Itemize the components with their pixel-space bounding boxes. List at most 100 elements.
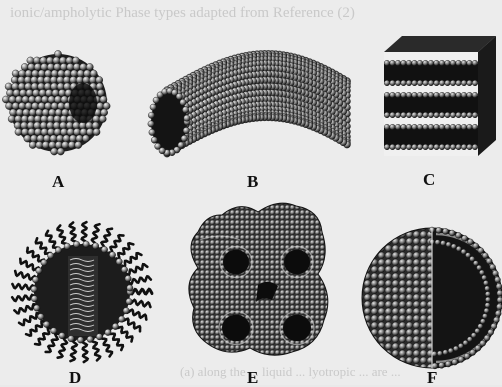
headgroup-sphere (57, 83, 64, 90)
spherical-micelle-graphic (2, 50, 110, 155)
headgroup-sphere (390, 92, 396, 98)
headgroup-sphere (73, 128, 80, 135)
header-ghost-text: ionic/ampholytic Phase types adapted fro… (10, 6, 355, 21)
surfactant-tail (12, 295, 34, 301)
headgroup-sphere (86, 128, 93, 135)
headgroup-sphere (53, 57, 60, 64)
panel-label-d: D (69, 369, 81, 386)
headgroup-sphere (467, 337, 472, 342)
headgroup-sphere (458, 356, 464, 362)
surfactant-tail (129, 276, 151, 284)
headgroup-sphere (428, 124, 434, 130)
channel-opening (222, 315, 250, 342)
bilayer-tail-region (384, 128, 478, 146)
headgroup-sphere (473, 261, 478, 266)
headgroup-sphere (436, 227, 442, 233)
surfactant-tail (82, 222, 87, 244)
headgroup-sphere (9, 96, 16, 103)
headgroup-sphere (482, 275, 487, 280)
headgroup-sphere (28, 96, 35, 103)
headgroup-sphere (34, 122, 41, 129)
headgroup-sphere (105, 329, 111, 335)
headgroup-sphere (439, 362, 445, 368)
headgroup-sphere (456, 144, 462, 150)
headgroup-sphere (496, 283, 502, 289)
headgroup-sphere (50, 135, 57, 142)
headgroup-sphere (93, 115, 100, 122)
headgroup-sphere (80, 63, 87, 70)
channel-opening (223, 250, 249, 275)
headgroup-sphere (450, 60, 456, 66)
headgroup-sphere (54, 63, 61, 70)
headgroup-sphere (112, 323, 118, 329)
headgroup-sphere (412, 92, 418, 98)
headgroup-sphere (182, 107, 188, 113)
headgroup-sphere (51, 328, 57, 334)
headgroup-sphere (12, 102, 19, 109)
surfactant-tail (92, 339, 100, 361)
headgroup-sphere (406, 112, 412, 118)
headgroup-sphere (390, 80, 396, 86)
headgroup-sphere (58, 70, 65, 77)
headgroup-sphere (14, 122, 21, 129)
headgroup-sphere (149, 129, 155, 135)
surfactant-tail (82, 340, 87, 362)
headgroup-sphere (123, 307, 129, 313)
headgroup-sphere (472, 144, 478, 150)
headgroup-sphere (148, 121, 154, 127)
headgroup-sphere (64, 83, 71, 90)
headgroup-sphere (68, 141, 75, 148)
headgroup-sphere (57, 148, 64, 155)
headgroup-sphere (445, 124, 451, 130)
headgroup-sphere (428, 60, 434, 66)
headgroup-sphere (5, 83, 12, 90)
headgroup-sphere (478, 248, 484, 254)
headgroup-sphere (439, 60, 445, 66)
headgroup-sphere (401, 80, 407, 86)
headgroup-sphere (456, 246, 461, 251)
headgroup-sphere (10, 109, 17, 116)
headgroup-sphere (84, 70, 91, 77)
headgroup-sphere (51, 70, 58, 77)
headgroup-sphere (439, 80, 445, 86)
headgroup-sphere (180, 99, 186, 105)
headgroup-sphere (27, 57, 34, 64)
headgroup-sphere (67, 128, 74, 135)
headgroup-sphere (66, 122, 73, 129)
headgroup-sphere (51, 102, 58, 109)
headgroup-sphere (390, 144, 396, 150)
headgroup-sphere (464, 353, 470, 359)
headgroup-sphere (101, 109, 108, 116)
headgroup-sphere (390, 124, 396, 130)
headgroup-sphere (461, 60, 467, 66)
headgroup-sphere (406, 80, 412, 86)
headgroup-sphere (73, 63, 80, 70)
headgroup-sphere (497, 297, 502, 303)
headgroup-sphere (32, 277, 38, 283)
headgroup-sphere (456, 80, 462, 86)
headgroup-sphere (434, 92, 440, 98)
surfactant-tail (46, 334, 59, 352)
headgroup-sphere (434, 112, 440, 118)
headgroup-sphere (44, 83, 51, 90)
headgroup-sphere (184, 115, 190, 121)
headgroup-sphere (467, 60, 473, 66)
headgroup-sphere (21, 122, 28, 129)
headgroup-sphere (417, 144, 423, 150)
headgroup-sphere (11, 76, 18, 83)
headgroup-sphere (127, 285, 133, 291)
headgroup-sphere (61, 96, 68, 103)
headgroup-sphere (28, 63, 35, 70)
micelle-cut-face (69, 83, 97, 123)
headgroup-sphere (406, 144, 412, 150)
headgroup-sphere (60, 115, 67, 122)
surfactant-tail (101, 336, 112, 357)
headgroup-sphere (103, 102, 110, 109)
headgroup-sphere (183, 127, 189, 133)
headgroup-sphere (60, 63, 67, 70)
headgroup-sphere (63, 135, 70, 142)
headgroup-sphere (62, 141, 69, 148)
headgroup-sphere (59, 332, 65, 338)
headgroup-sphere (446, 242, 451, 247)
